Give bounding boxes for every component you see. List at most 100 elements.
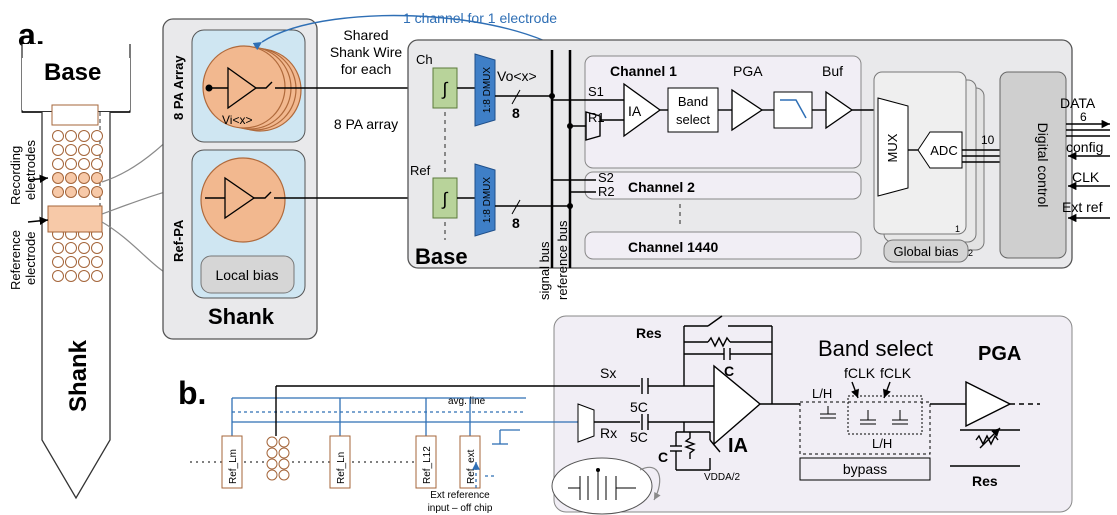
channel-2-box — [584, 171, 862, 200]
ext-note-line1: Ext reference — [430, 490, 490, 501]
buf-label: Buf — [822, 63, 843, 79]
base-box-title: Base — [415, 244, 468, 269]
shank-electrode — [52, 158, 64, 170]
recording-electrodes-line2: electrodes — [23, 140, 38, 200]
cluster-electrode — [266, 469, 278, 481]
ref-bus-width: 8 — [512, 215, 520, 231]
lh-label-2: L/H — [872, 436, 892, 451]
shank-electrode — [91, 270, 103, 282]
reference-box: Ref_ext — [459, 435, 481, 489]
transistor-inset — [551, 457, 653, 515]
shared-wire-line3: for each — [341, 61, 392, 77]
s2-label: S2 — [598, 170, 614, 185]
ch-integrator — [432, 67, 458, 109]
rx-label: Rx — [600, 425, 617, 441]
ref-pa-amplifier — [200, 157, 432, 243]
ref-dmux — [474, 163, 496, 237]
shared-wire-line1: Shared — [343, 27, 388, 43]
band-select-box-a — [667, 87, 719, 133]
ch-label: Ch — [416, 52, 433, 67]
ext-ref-label: Ext ref — [1062, 199, 1103, 215]
channel-note: 1 channel for 1 electrode — [403, 10, 557, 26]
global-bias-label: Global bias — [893, 244, 959, 259]
shank-electrode — [78, 270, 90, 282]
recording-electrodes-line1: Recording — [8, 146, 23, 205]
cap-5c-top: 5C — [630, 399, 648, 415]
global-bias-box — [883, 239, 969, 263]
channel-1-title: Channel 1 — [610, 63, 677, 79]
reference-electrode-line2: electrode — [23, 232, 38, 285]
input-mux — [577, 403, 595, 443]
reference-box-label: Ref_Lm — [228, 449, 239, 484]
digital-control-label: Digital control — [1035, 123, 1051, 208]
band-select-line2: select — [676, 112, 710, 127]
local-bias-box — [200, 255, 295, 294]
shank-electrode — [52, 270, 64, 282]
cluster-electrode — [266, 447, 278, 459]
digital-control-box — [999, 71, 1067, 259]
channel-2-title: Channel 2 — [628, 179, 695, 195]
buf-amp — [825, 90, 854, 130]
shank-electrode — [78, 144, 90, 156]
ref-dmux-label: 1:8 DMUX — [482, 177, 493, 223]
ch-integrator-symbol: ∫ — [441, 79, 449, 99]
pga-label-b: PGA — [978, 343, 1021, 365]
ext-note-line2: input – off chip — [428, 503, 493, 514]
cluster-electrode — [278, 447, 290, 459]
band-select-line1: Band — [678, 94, 708, 109]
shank-electrode — [52, 144, 64, 156]
data-label: DATA — [1060, 95, 1096, 111]
cluster-electrode — [278, 469, 290, 481]
vdda-label: VDDA/2 — [704, 472, 741, 483]
shank-electrode — [65, 270, 77, 282]
s1-label: S1 — [588, 84, 604, 99]
shank-electrode — [52, 186, 64, 198]
shank-electrode — [91, 130, 103, 142]
panel-b-label: b. — [178, 375, 206, 411]
shank-electrode — [78, 158, 90, 170]
channel-1-box — [584, 55, 862, 169]
shank-electrode — [91, 186, 103, 198]
channel-1440-title: Channel 1440 — [628, 239, 718, 255]
signal-bus-label: signal bus — [537, 241, 552, 300]
shank-electrode — [65, 242, 77, 254]
ia-amp-b — [713, 364, 762, 446]
bypass-label: bypass — [843, 461, 887, 477]
cap-5c-bottom: 5C — [630, 429, 648, 445]
ia-amp-a — [623, 82, 662, 138]
shank-electrode — [52, 172, 64, 184]
pga-label-a: PGA — [733, 63, 763, 79]
shank-electrode — [65, 130, 77, 142]
reference-box: Ref_Ln — [329, 435, 351, 489]
pga-amp-b — [965, 380, 1012, 428]
data-bits: 6 — [1080, 110, 1087, 124]
fclk-label-1: fCLK — [844, 365, 876, 381]
clk-label: CLK — [1072, 169, 1100, 185]
lh-label-1: L/H — [812, 386, 832, 401]
shank-electrode — [78, 242, 90, 254]
ch-dmux-label: 1:8 DMUX — [482, 67, 493, 113]
ref-integrator-symbol: ∫ — [441, 189, 449, 209]
c-top-label: C — [724, 363, 734, 379]
shank-electrode — [91, 256, 103, 268]
reference-electrode-line1: Reference — [8, 230, 23, 290]
reference-electrode-pad — [47, 205, 103, 233]
ref-pa-label: Ref-PA — [171, 219, 186, 262]
shank-electrode — [65, 144, 77, 156]
probe-shank-label: Shank — [65, 339, 92, 412]
reference-bus-label: reference bus — [555, 220, 570, 300]
adc-bits: 10 — [981, 133, 995, 147]
config-label: config — [1066, 139, 1103, 155]
c-left-label: C — [658, 449, 668, 465]
reference-box: Ref_Lm — [221, 435, 243, 489]
res-bottom-label: Res — [972, 473, 998, 489]
shank-electrode — [78, 186, 90, 198]
avg-line-label: avg. line — [448, 396, 486, 407]
pa-array-amplifiers — [202, 45, 432, 132]
shank-box-title: Shank — [208, 304, 275, 329]
ref-label: Ref — [410, 163, 431, 178]
shared-wire-line4: 8 PA array — [334, 116, 398, 132]
shank-electrode — [91, 144, 103, 156]
